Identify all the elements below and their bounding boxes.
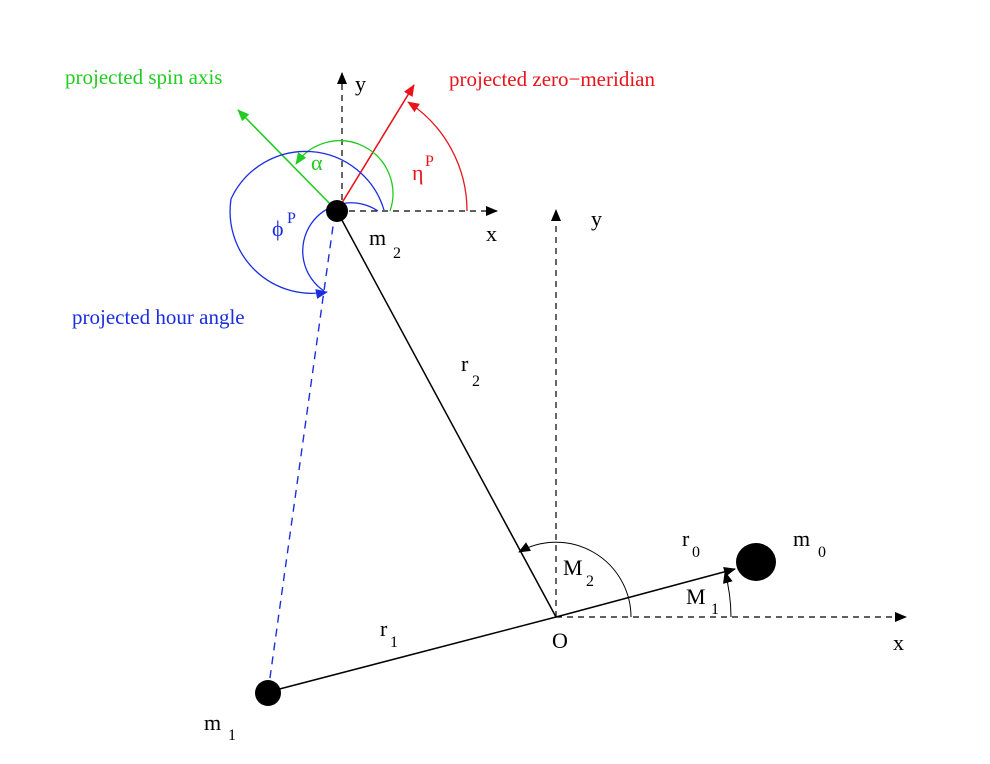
body-m2 bbox=[326, 200, 348, 222]
alpha-label: α bbox=[311, 150, 323, 175]
r0-vector bbox=[555, 567, 736, 618]
upper-y-label: y bbox=[355, 71, 366, 96]
r2-label: r bbox=[461, 351, 469, 376]
lower-x-label: x bbox=[893, 630, 904, 655]
eta-angle-arc bbox=[407, 101, 468, 212]
spin-axis-caption: projected spin axis bbox=[65, 65, 222, 89]
phi-label: ϕ bbox=[272, 216, 284, 241]
r1-subscript: 1 bbox=[390, 634, 398, 651]
m2-subscript: 2 bbox=[393, 245, 401, 262]
hour-angle-arc bbox=[302, 202, 379, 292]
body-m0 bbox=[736, 543, 776, 581]
r1-label: r bbox=[380, 616, 388, 641]
r2-subscript: 2 bbox=[472, 373, 480, 390]
M2-angle-arc bbox=[518, 541, 632, 618]
m1-subscript: 1 bbox=[228, 727, 236, 744]
spin-axis-vector bbox=[237, 109, 338, 212]
r1-line bbox=[267, 616, 557, 693]
r0-label: r bbox=[682, 526, 690, 551]
m1-m2-dashed-line bbox=[267, 211, 336, 693]
eta-label: η bbox=[412, 160, 424, 185]
upper-x-label: x bbox=[486, 221, 497, 246]
m1-label: m bbox=[204, 710, 221, 735]
eta-superscript: P bbox=[425, 153, 434, 170]
zero-meridian-vector bbox=[336, 84, 415, 212]
m0-subscript: 0 bbox=[818, 544, 826, 561]
zero-meridian-caption: projected zero−meridian bbox=[449, 67, 655, 91]
phi-superscript: P bbox=[287, 210, 296, 227]
body-m1 bbox=[255, 680, 281, 706]
phi-angle-arc bbox=[229, 150, 385, 299]
lower-y-label: y bbox=[591, 206, 602, 231]
r2-line bbox=[336, 210, 557, 618]
M1-label: M bbox=[686, 584, 706, 609]
m0-label: m bbox=[793, 526, 810, 551]
M2-label: M bbox=[563, 555, 583, 580]
m2-label: m bbox=[369, 225, 386, 250]
origin-label: O bbox=[552, 628, 568, 653]
M2-subscript: 2 bbox=[586, 573, 594, 590]
M1-angle-arc bbox=[723, 571, 733, 618]
alpha-angle-arc bbox=[295, 140, 394, 212]
hour-angle-caption: projected hour angle bbox=[72, 305, 245, 329]
r0-subscript: 0 bbox=[692, 544, 700, 561]
M1-subscript: 1 bbox=[711, 601, 719, 618]
